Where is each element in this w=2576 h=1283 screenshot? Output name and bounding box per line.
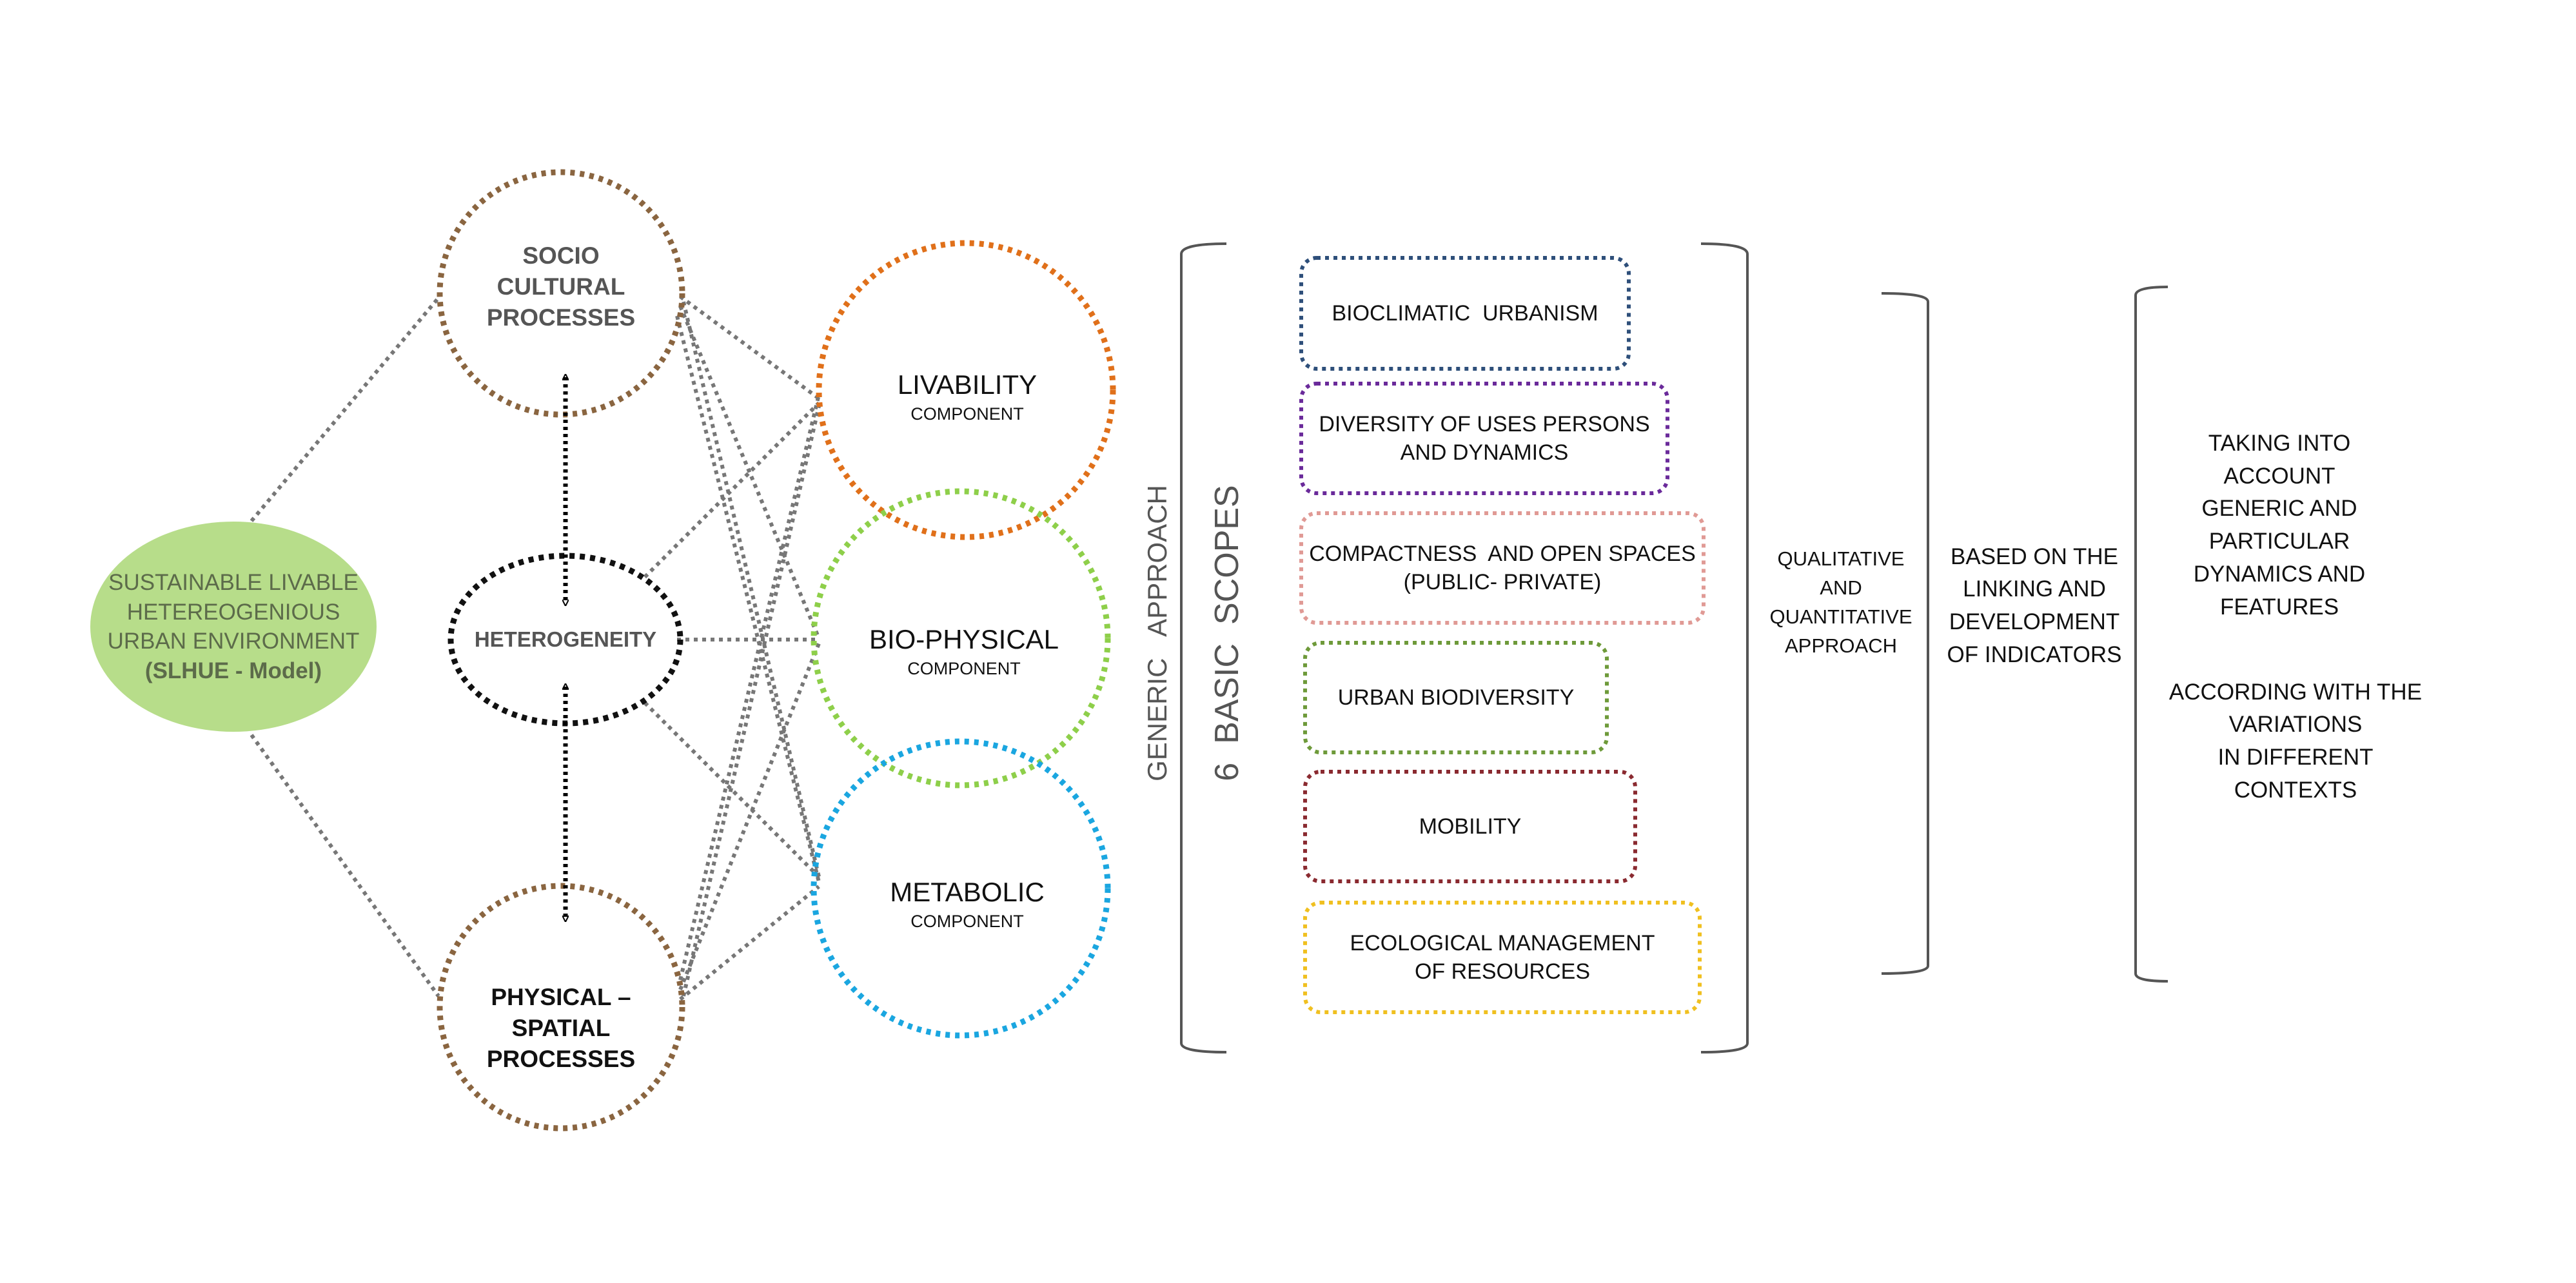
connector-heterogeneity-livability bbox=[643, 401, 821, 579]
context-second-line-3: IN DIFFERENT CONTEXTS bbox=[2217, 745, 2374, 803]
livability-circle bbox=[816, 240, 1116, 540]
scope-label-biodiversity: URBAN BIODIVERSITY bbox=[1305, 643, 1607, 752]
scope-label-diversity: DIVERSITY OF USES PERSONS AND DYNAMICS bbox=[1301, 384, 1667, 493]
scope-compactness-line-1: COMPACTNESS AND OPEN SPACES bbox=[1309, 541, 1696, 566]
connector-socio-livability bbox=[679, 295, 820, 400]
scope-biodiversity-line-1: URBAN BIODIVERSITY bbox=[1337, 685, 1575, 710]
biophysical-name: BIO-PHYSICAL bbox=[869, 624, 1059, 655]
socio-cultural-label: SOCIO CULTURAL PROCESSES bbox=[464, 235, 658, 338]
connector-physical-livability bbox=[678, 394, 821, 981]
connector-model-physical bbox=[250, 734, 440, 997]
context-first-line-5: FEATURES bbox=[2219, 594, 2339, 620]
model-code: (SLHUE - Model) bbox=[144, 658, 322, 683]
model-line-3: URBAN ENVIRONMENT bbox=[107, 629, 360, 654]
scope-bioclimatic-line-1: BIOCLIMATIC URBANISM bbox=[1332, 300, 1598, 326]
connector-lines bbox=[250, 295, 821, 1001]
connector-socio-metabolic-2 bbox=[682, 301, 821, 877]
context-second-label: ACCORDING WITH THE VARIATIONS IN DIFFERE… bbox=[2157, 680, 2434, 803]
heterogeneity-label: HETEROGENEITY bbox=[451, 622, 680, 657]
approach-line-4: APPROACH bbox=[1785, 634, 1897, 657]
scope-box-ecological bbox=[1303, 901, 1702, 1014]
metabolic-sub: COMPONENT bbox=[910, 911, 1024, 931]
model-ellipse bbox=[90, 522, 377, 732]
livability-sub: COMPONENT bbox=[910, 404, 1024, 424]
socio-line-3: PROCESSES bbox=[486, 304, 636, 331]
basic-scopes-label: 6 BASIC SCOPES bbox=[1208, 485, 1246, 781]
heterogeneity-text: HETEROGENEITY bbox=[474, 627, 657, 651]
livability-label: LIVABILITY COMPONENT bbox=[838, 364, 1096, 429]
context-first-line-2: GENERIC AND bbox=[2201, 496, 2357, 522]
approach-line-3: QUANTITATIVE bbox=[1769, 605, 1912, 628]
model-line-2: HETEREOGENIOUS bbox=[126, 599, 340, 625]
scope-box-bioclimatic bbox=[1299, 256, 1631, 371]
model-label: SUSTAINABLE LIVABLE HETEREOGENIOUS URBAN… bbox=[103, 556, 364, 698]
bracket-approach-right bbox=[1881, 292, 1929, 975]
model-line-1: SUSTAINABLE LIVABLE bbox=[108, 570, 359, 595]
connector-model-socio bbox=[250, 297, 440, 522]
physical-line-3: PROCESSES bbox=[486, 1046, 636, 1073]
context-first-line-4: DYNAMICS AND bbox=[2193, 561, 2366, 587]
indicators-line-1: BASED ON THE bbox=[1951, 544, 2118, 569]
bracket-context-left bbox=[2134, 286, 2168, 983]
indicators-line-4: OF INDICATORS bbox=[1947, 642, 2122, 667]
physical-spatial-label: PHYSICAL – SPATIAL PROCESSES bbox=[464, 977, 658, 1080]
bracket-scopes-right bbox=[1700, 242, 1749, 1053]
scope-box-compactness bbox=[1299, 511, 1706, 625]
context-first-line-1: TAKING INTO ACCOUNT bbox=[2208, 430, 2351, 489]
indicators-line-2: LINKING AND bbox=[1963, 576, 2106, 602]
indicators-line-3: DEVELOPMENT bbox=[1949, 609, 2120, 634]
connector-physical-biophysical bbox=[678, 642, 821, 991]
scope-diversity-line-2: AND DYNAMICS bbox=[1400, 440, 1569, 465]
scope-diversity-line-1: DIVERSITY OF USES PERSONS bbox=[1319, 411, 1650, 436]
approach-line-2: AND bbox=[1820, 576, 1862, 600]
scope-label-compactness: COMPACTNESS AND OPEN SPACES (PUBLIC- PRI… bbox=[1301, 513, 1704, 623]
approach-line-1: QUALITATIVE bbox=[1777, 547, 1905, 571]
livability-name: LIVABILITY bbox=[897, 369, 1037, 400]
context-first-line-3: PARTICULAR bbox=[2208, 529, 2350, 554]
biophysical-sub: COMPONENT bbox=[907, 658, 1021, 678]
scope-compactness-line-2: (PUBLIC- PRIVATE) bbox=[1403, 570, 1602, 594]
physical-spatial-circle bbox=[437, 883, 685, 1131]
metabolic-name: METABOLIC bbox=[890, 877, 1045, 908]
scope-mobility-line-1: MOBILITY bbox=[1419, 814, 1522, 839]
generic-approach-label: GENERIC APPROACH bbox=[1142, 485, 1172, 781]
physical-line-2: SPATIAL bbox=[511, 1014, 611, 1041]
qualitative-approach-label: QUALITATIVE AND QUANTITATIVE APPROACH bbox=[1760, 538, 1922, 667]
scope-label-bioclimatic: BIOCLIMATIC URBANISM bbox=[1301, 258, 1629, 369]
context-second-line-2: VARIATIONS bbox=[2228, 712, 2363, 738]
socio-line-1: SOCIO bbox=[522, 242, 600, 269]
scope-label-ecological: ECOLOGICAL MANAGEMENT OF RESOURCES bbox=[1305, 903, 1700, 1012]
scope-box-mobility bbox=[1303, 770, 1637, 883]
context-second-line-1: ACCORDING WITH THE bbox=[2168, 679, 2423, 705]
connector-socio-metabolic bbox=[675, 315, 821, 883]
physical-line-1: PHYSICAL – bbox=[491, 983, 631, 1010]
scope-label-mobility: MOBILITY bbox=[1305, 772, 1635, 881]
biophysical-circle bbox=[811, 488, 1111, 788]
scope-ecological-line-2: OF RESOURCES bbox=[1414, 959, 1591, 984]
socio-line-2: CULTURAL bbox=[497, 273, 625, 300]
scope-ecological-line-1: ECOLOGICAL MANAGEMENT bbox=[1350, 930, 1655, 955]
connector-physical-livability-2 bbox=[682, 406, 821, 997]
indicators-label: BASED ON THE LINKING AND DEVELOPMENT OF … bbox=[1938, 535, 2131, 677]
biophysical-label: BIO-PHYSICAL COMPONENT bbox=[832, 619, 1096, 683]
context-first-label: TAKING INTO ACCOUNT GENERIC AND PARTICUL… bbox=[2150, 431, 2408, 620]
scope-box-diversity bbox=[1299, 382, 1669, 495]
connector-socio-biophysical bbox=[678, 305, 821, 640]
scope-box-biodiversity bbox=[1303, 641, 1609, 754]
bracket-scopes-left bbox=[1180, 242, 1227, 1053]
brackets bbox=[1180, 242, 2168, 1053]
metabolic-circle bbox=[811, 738, 1111, 1039]
metabolic-label: METABOLIC COMPONENT bbox=[838, 872, 1096, 936]
socio-cultural-circle bbox=[437, 169, 685, 418]
